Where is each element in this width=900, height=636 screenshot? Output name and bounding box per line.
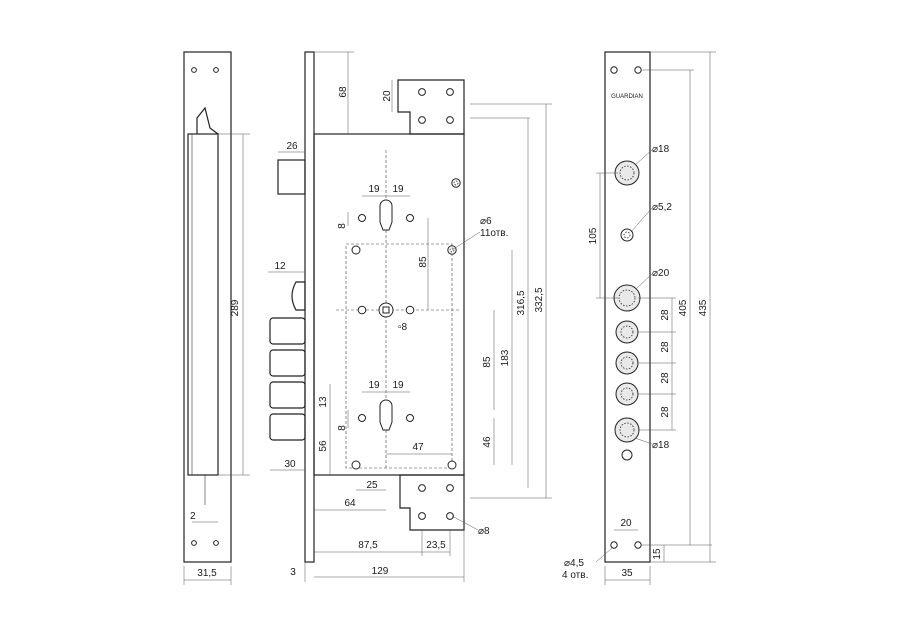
dim-19-upper-right: 19 <box>392 184 404 195</box>
dim-129: 129 <box>372 566 389 577</box>
label-d18-top: ⌀18 <box>652 144 670 155</box>
dim-12: 12 <box>274 261 286 272</box>
dim-68: 68 <box>338 86 349 98</box>
faceplate <box>604 51 651 563</box>
dim-85-lower: 85 <box>482 356 493 368</box>
label-d4-5: ⌀4,5 <box>564 558 584 569</box>
dim-20-bracket: 20 <box>382 90 393 102</box>
dim-435: 435 <box>698 299 709 316</box>
side-case <box>187 133 219 476</box>
label-4-holes: 4 отв. <box>562 570 588 581</box>
dim-28-1: 28 <box>660 309 671 321</box>
dim-2: 2 <box>190 511 196 522</box>
dim-183: 183 <box>500 349 511 366</box>
faceplate-edge <box>304 51 315 563</box>
dim-56: 56 <box>318 440 329 452</box>
dim-23-5: 23,5 <box>426 540 446 551</box>
dim-8-upper: 8 <box>337 223 348 229</box>
dim-28-2: 28 <box>660 341 671 353</box>
dim-405: 405 <box>678 299 689 316</box>
dim-47: 47 <box>412 442 424 453</box>
dim-15: 15 <box>652 548 663 560</box>
dim-3: 3 <box>290 567 296 578</box>
dim-316-5: 316,5 <box>516 290 527 315</box>
dim-20-face: 20 <box>620 518 632 529</box>
dim-19-upper-left: 19 <box>368 184 380 195</box>
dim-30: 30 <box>284 459 296 470</box>
label-d20: ⌀20 <box>652 268 670 279</box>
dim-87-5: 87,5 <box>358 540 378 551</box>
label-d18-bottom: ⌀18 <box>652 440 670 451</box>
label-11-holes: 11отв. <box>480 228 508 239</box>
body-view: 68 20 26 12 30 19 19 8 85 ⌀6 11отв. ▫8 8… <box>268 51 552 582</box>
side-spring <box>196 106 219 135</box>
lock-case <box>313 133 465 476</box>
roller-latch <box>291 281 306 311</box>
dim-46: 46 <box>482 436 493 448</box>
dim-19-lower-right: 19 <box>392 380 404 391</box>
dim-25: 25 <box>366 480 378 491</box>
dim-35: 35 <box>621 568 633 579</box>
deadbolt-opening-2 <box>615 351 639 375</box>
brand-label: GUARDIAN <box>611 94 643 100</box>
dim-13: 13 <box>318 396 329 408</box>
label-hole-8: ⌀8 <box>478 526 490 537</box>
deadbolt-1 <box>269 317 306 345</box>
label-hole-6: ⌀6 <box>480 216 492 227</box>
face-view: GUARDIAN ⌀18 ⌀5,2 ⌀20 ⌀18 105 <box>562 51 716 585</box>
deadbolt-2 <box>269 349 306 377</box>
dim-105: 105 <box>588 227 599 244</box>
dim-64: 64 <box>344 498 356 509</box>
side-view: 289 2 31,5 <box>183 51 250 585</box>
deadbolt-3 <box>269 381 306 409</box>
dim-28-4: 28 <box>660 406 671 418</box>
latch-bolt <box>277 159 306 195</box>
deadbolt-4 <box>269 413 306 441</box>
deadbolt-opening-3 <box>615 382 639 406</box>
top-bracket <box>397 79 465 135</box>
label-d5-2: ⌀5,2 <box>652 202 672 213</box>
dim-332-5: 332,5 <box>534 287 545 312</box>
dim-28-3: 28 <box>660 372 671 384</box>
spindle-hole <box>620 228 634 242</box>
dim-19-lower-left: 19 <box>368 380 380 391</box>
deadbolt-opening-1 <box>615 320 639 344</box>
lower-cylinder-hole <box>379 399 393 431</box>
dim-8-lower: 8 <box>337 425 348 431</box>
label-square-8: ▫8 <box>398 322 408 333</box>
side-strip <box>183 51 232 563</box>
bottom-bracket <box>399 474 465 531</box>
dim-289: 289 <box>230 299 241 316</box>
dim-26: 26 <box>286 141 298 152</box>
dim-31-5: 31,5 <box>197 568 217 579</box>
dim-85-upper: 85 <box>418 256 429 268</box>
upper-cylinder-hole <box>379 199 393 231</box>
